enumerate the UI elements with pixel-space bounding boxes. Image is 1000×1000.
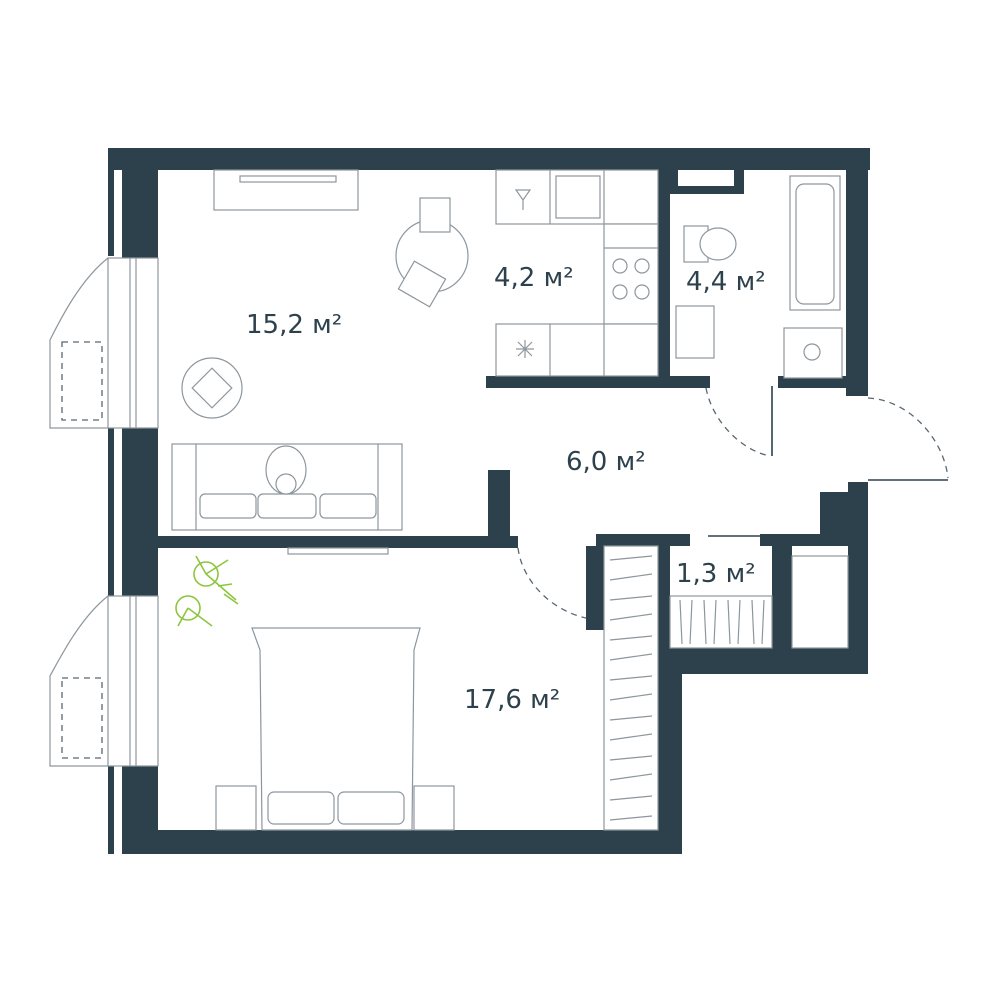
- sofa: [171, 443, 403, 531]
- doors: [517, 386, 949, 619]
- bed: [215, 627, 455, 831]
- interior-walls: [158, 170, 850, 656]
- hallway-area: 6,0 м²: [566, 447, 646, 477]
- window-bedroom: [49, 595, 159, 767]
- bathroom-area: 4,4 м²: [686, 267, 766, 297]
- bathroom-fixtures: [675, 175, 843, 379]
- living-room-area: 15,2 м²: [246, 310, 342, 340]
- bedroom-area: 17,6 м²: [464, 685, 560, 715]
- kitchen-units: [495, 169, 659, 377]
- utility-niche: [791, 555, 849, 649]
- round-side-table: [181, 357, 243, 419]
- tv-console: [213, 169, 359, 211]
- bedroom-tv: [287, 547, 389, 555]
- storage-rack: [669, 595, 773, 649]
- storage-area: 1,3 м²: [676, 559, 756, 589]
- plant: [175, 555, 239, 627]
- wardrobe: [603, 545, 659, 831]
- armchair-table: [395, 197, 469, 308]
- kitchen-area: 4,2 м²: [494, 263, 574, 293]
- exterior-walls: [108, 148, 870, 854]
- window-living: [49, 257, 159, 429]
